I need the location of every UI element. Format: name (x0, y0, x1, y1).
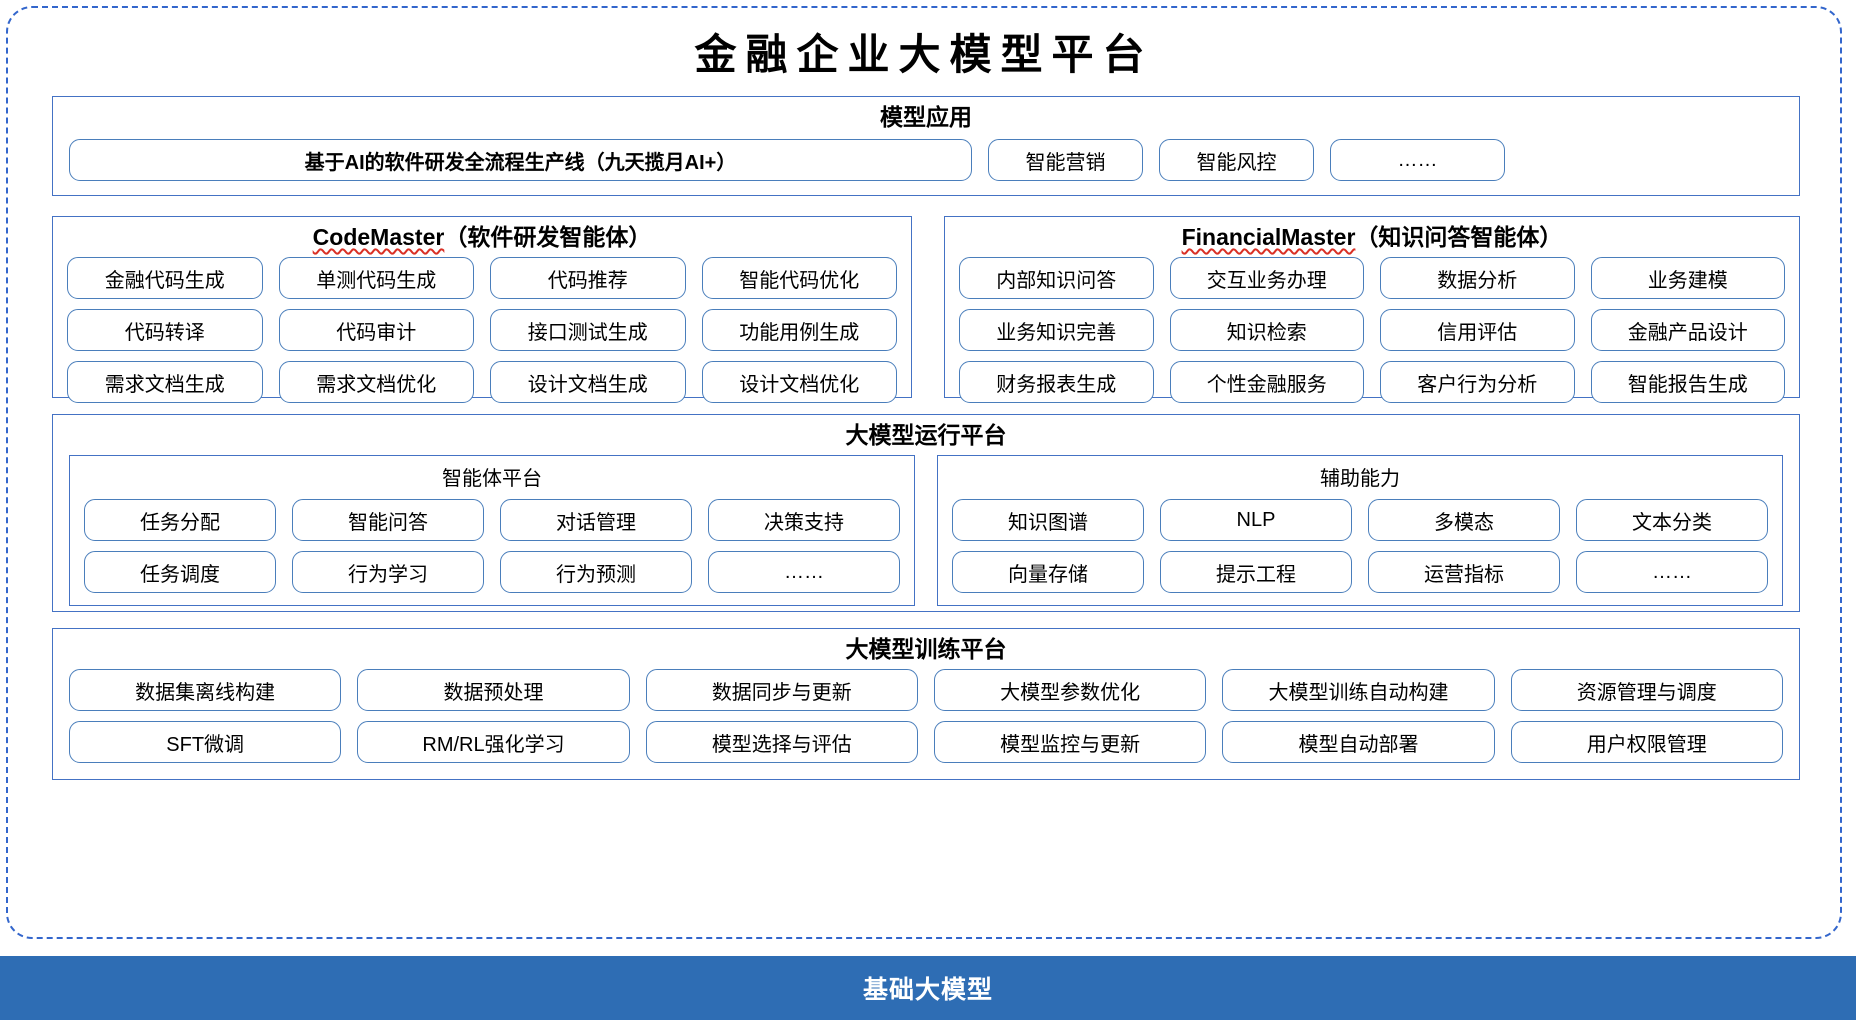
training-item-1-2[interactable]: 模型选择与评估 (645, 721, 918, 764)
financialmaster-cap-0-0[interactable]: 内部知识问答 (959, 257, 1154, 300)
section-codemaster: CodeMaster（软件研发智能体） 金融代码生成 单测代码生成 代码推荐 智… (52, 216, 912, 404)
app-item-smart-marketing[interactable]: 智能营销 (988, 139, 1143, 182)
codemaster-cap-0-1[interactable]: 单测代码生成 (278, 257, 474, 300)
auxiliary-capability-row-1: 知识图谱 NLP 多模态 文本分类 (952, 499, 1768, 542)
auxiliary-item-0-2[interactable]: 多模态 (1368, 499, 1560, 542)
codemaster-cap-2-3[interactable]: 设计文档优化 (701, 361, 897, 404)
codemaster-cap-0-0[interactable]: 金融代码生成 (67, 257, 263, 300)
training-item-0-5[interactable]: 资源管理与调度 (1510, 669, 1783, 712)
codemaster-subtitle-label: （软件研发智能体） (444, 224, 652, 250)
section-title-model-applications: 模型应用 (880, 104, 972, 130)
codemaster-cap-1-0[interactable]: 代码转译 (67, 309, 263, 352)
subsection-agent-platform: 智能体平台 任务分配 智能问答 对话管理 决策支持 任务调度 行为学习 行为预测… (69, 455, 915, 607)
section-title-runtime-platform: 大模型运行平台 (845, 422, 1007, 448)
financialmaster-row-3: 财务报表生成 个性金融服务 客户行为分析 智能报告生成 (959, 361, 1785, 404)
financialmaster-cap-0-3[interactable]: 业务建模 (1590, 257, 1785, 300)
section-title-financialmaster: FinancialMaster（知识问答智能体） (945, 217, 1799, 257)
training-item-1-4[interactable]: 模型自动部署 (1222, 721, 1495, 764)
auxiliary-item-1-3[interactable]: …… (1576, 551, 1768, 594)
codemaster-cap-1-3[interactable]: 功能用例生成 (701, 309, 897, 352)
app-item-smart-risk-control[interactable]: 智能风控 (1159, 139, 1314, 182)
auxiliary-item-1-2[interactable]: 运营指标 (1368, 551, 1560, 594)
app-item-more[interactable]: …… (1330, 139, 1505, 182)
training-item-0-1[interactable]: 数据预处理 (357, 669, 630, 712)
codemaster-row-1: 金融代码生成 单测代码生成 代码推荐 智能代码优化 (67, 257, 897, 300)
auxiliary-item-1-1[interactable]: 提示工程 (1160, 551, 1352, 594)
financialmaster-cap-2-3[interactable]: 智能报告生成 (1590, 361, 1785, 404)
agent-platform-item-1-3[interactable]: …… (708, 551, 900, 594)
agent-platform-item-0-3[interactable]: 决策支持 (708, 499, 900, 542)
training-item-1-3[interactable]: 模型监控与更新 (933, 721, 1207, 764)
base-model-label: 基础大模型 (862, 976, 993, 1004)
auxiliary-item-1-0[interactable]: 向量存储 (952, 551, 1144, 594)
codemaster-cap-1-2[interactable]: 接口测试生成 (490, 309, 686, 352)
section-training-platform: 大模型训练平台 数据集离线构建 数据预处理 数据同步与更新 大模型参数优化 大模… (52, 628, 1800, 780)
subsection-title-agent-platform: 智能体平台 (442, 468, 542, 491)
diagram-outer-frame: 金融企业大模型平台 模型应用 基于AI的软件研发全流程生产线（九天揽月AI+） … (6, 6, 1842, 939)
codemaster-cap-2-2[interactable]: 设计文档生成 (490, 361, 686, 404)
codemaster-cap-0-3[interactable]: 智能代码优化 (701, 257, 897, 300)
training-item-0-4[interactable]: 大模型训练自动构建 (1222, 669, 1495, 712)
training-item-1-1[interactable]: RM/RL强化学习 (357, 721, 630, 764)
base-model-bar: 基础大模型 (0, 956, 1856, 1020)
financialmaster-cap-0-2[interactable]: 数据分析 (1380, 257, 1575, 300)
codemaster-capability-grid: 金融代码生成 单测代码生成 代码推荐 智能代码优化 代码转译 代码审计 接口测试… (53, 257, 911, 413)
agent-platform-item-1-2[interactable]: 行为预测 (500, 551, 692, 594)
training-platform-grid: 数据集离线构建 数据预处理 数据同步与更新 大模型参数优化 大模型训练自动构建 … (53, 669, 1799, 773)
app-item-ai-sdlc-pipeline[interactable]: 基于AI的软件研发全流程生产线（九天揽月AI+） (69, 139, 972, 182)
agent-platform-row-1: 任务分配 智能问答 对话管理 决策支持 (84, 499, 900, 542)
financialmaster-cap-1-3[interactable]: 金融产品设计 (1590, 309, 1785, 352)
financialmaster-cap-2-0[interactable]: 财务报表生成 (959, 361, 1154, 404)
agent-platform-item-1-1[interactable]: 行为学习 (292, 551, 484, 594)
agent-platform-item-0-1[interactable]: 智能问答 (292, 499, 484, 542)
section-model-applications: 模型应用 基于AI的软件研发全流程生产线（九天揽月AI+） 智能营销 智能风控 … (52, 96, 1800, 196)
codemaster-row-3: 需求文档生成 需求文档优化 设计文档生成 设计文档优化 (67, 361, 897, 404)
financialmaster-cap-1-2[interactable]: 信用评估 (1380, 309, 1575, 352)
financialmaster-cap-1-0[interactable]: 业务知识完善 (959, 309, 1154, 352)
model-applications-row: 基于AI的软件研发全流程生产线（九天揽月AI+） 智能营销 智能风控 …… (53, 139, 1799, 182)
training-item-0-0[interactable]: 数据集离线构建 (69, 669, 342, 712)
financialmaster-cap-2-1[interactable]: 个性金融服务 (1169, 361, 1364, 404)
codemaster-name-label: CodeMaster (312, 224, 445, 250)
auxiliary-item-0-3[interactable]: 文本分类 (1576, 499, 1768, 542)
auxiliary-item-0-0[interactable]: 知识图谱 (952, 499, 1144, 542)
page-title: 金融企业大模型平台 (694, 30, 1154, 79)
codemaster-row-2: 代码转译 代码审计 接口测试生成 功能用例生成 (67, 309, 897, 352)
financialmaster-subtitle-label: （知识问答智能体） (1355, 224, 1563, 250)
financialmaster-row-2: 业务知识完善 知识检索 信用评估 金融产品设计 (959, 309, 1785, 352)
subsection-title-auxiliary-capability: 辅助能力 (1320, 468, 1400, 491)
subsection-auxiliary-capability: 辅助能力 知识图谱 NLP 多模态 文本分类 向量存储 提示工程 运营指标 …… (937, 455, 1783, 607)
section-title-codemaster: CodeMaster（软件研发智能体） (53, 217, 911, 257)
training-row-1: 数据集离线构建 数据预处理 数据同步与更新 大模型参数优化 大模型训练自动构建 … (69, 669, 1783, 712)
financialmaster-cap-1-1[interactable]: 知识检索 (1169, 309, 1364, 352)
agent-platform-row-2: 任务调度 行为学习 行为预测 …… (84, 551, 900, 594)
financialmaster-cap-2-2[interactable]: 客户行为分析 (1380, 361, 1575, 404)
agent-platform-item-0-0[interactable]: 任务分配 (84, 499, 276, 542)
agent-platform-item-0-2[interactable]: 对话管理 (500, 499, 692, 542)
section-runtime-platform: 大模型运行平台 智能体平台 任务分配 智能问答 对话管理 决策支持 任务调度 行… (52, 414, 1800, 612)
financialmaster-capability-grid: 内部知识问答 交互业务办理 数据分析 业务建模 业务知识完善 知识检索 信用评估… (945, 257, 1799, 413)
training-row-2: SFT微调 RM/RL强化学习 模型选择与评估 模型监控与更新 模型自动部署 用… (69, 721, 1783, 764)
training-item-1-5[interactable]: 用户权限管理 (1510, 721, 1783, 764)
section-financialmaster: FinancialMaster（知识问答智能体） 内部知识问答 交互业务办理 数… (944, 216, 1800, 404)
runtime-platform-body: 智能体平台 任务分配 智能问答 对话管理 决策支持 任务调度 行为学习 行为预测… (53, 455, 1799, 616)
codemaster-cap-2-0[interactable]: 需求文档生成 (67, 361, 263, 404)
codemaster-cap-1-1[interactable]: 代码审计 (278, 309, 474, 352)
financialmaster-row-1: 内部知识问答 交互业务办理 数据分析 业务建模 (959, 257, 1785, 300)
section-title-training-platform: 大模型训练平台 (845, 636, 1007, 662)
auxiliary-capability-row-2: 向量存储 提示工程 运营指标 …… (952, 551, 1768, 594)
training-item-0-3[interactable]: 大模型参数优化 (933, 669, 1207, 712)
training-item-0-2[interactable]: 数据同步与更新 (645, 669, 918, 712)
codemaster-cap-0-2[interactable]: 代码推荐 (490, 257, 686, 300)
training-item-1-0[interactable]: SFT微调 (69, 721, 342, 764)
codemaster-cap-2-1[interactable]: 需求文档优化 (278, 361, 474, 404)
agent-platform-item-1-0[interactable]: 任务调度 (84, 551, 276, 594)
financialmaster-name-label: FinancialMaster (1181, 224, 1356, 250)
auxiliary-item-0-1[interactable]: NLP (1160, 499, 1352, 542)
financialmaster-cap-0-1[interactable]: 交互业务办理 (1169, 257, 1364, 300)
